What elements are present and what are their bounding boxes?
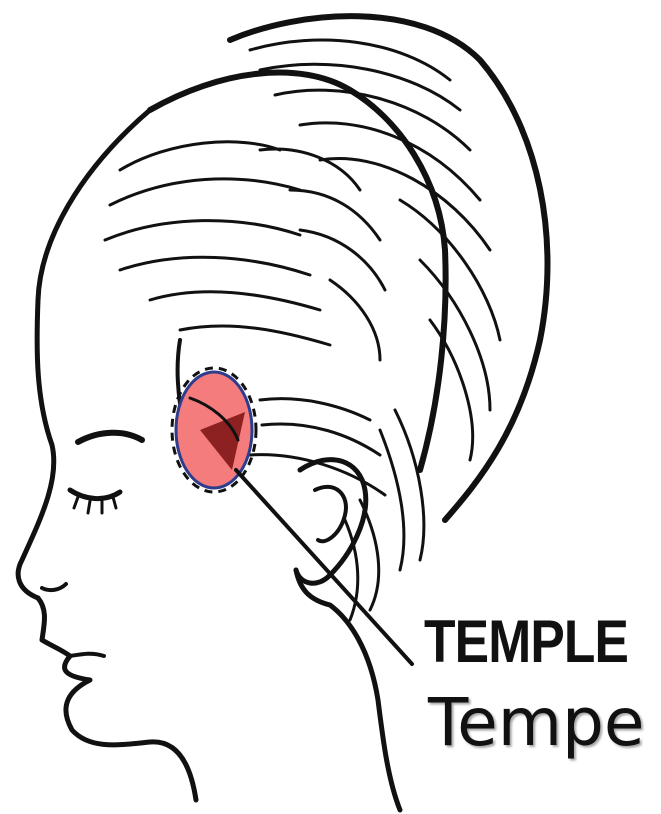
nostril [42, 584, 66, 590]
temple-leader-line [236, 470, 412, 664]
temple-caption: Tempe [428, 690, 645, 756]
temple-label: TEMPLE [424, 612, 628, 672]
mouth [70, 654, 104, 656]
ear-inner [315, 487, 346, 541]
face-profile-outline [18, 110, 196, 800]
eyebrow [78, 433, 142, 442]
hair-bun-outline [230, 16, 548, 520]
hair-strands [105, 40, 500, 620]
neck-outline [296, 570, 400, 810]
